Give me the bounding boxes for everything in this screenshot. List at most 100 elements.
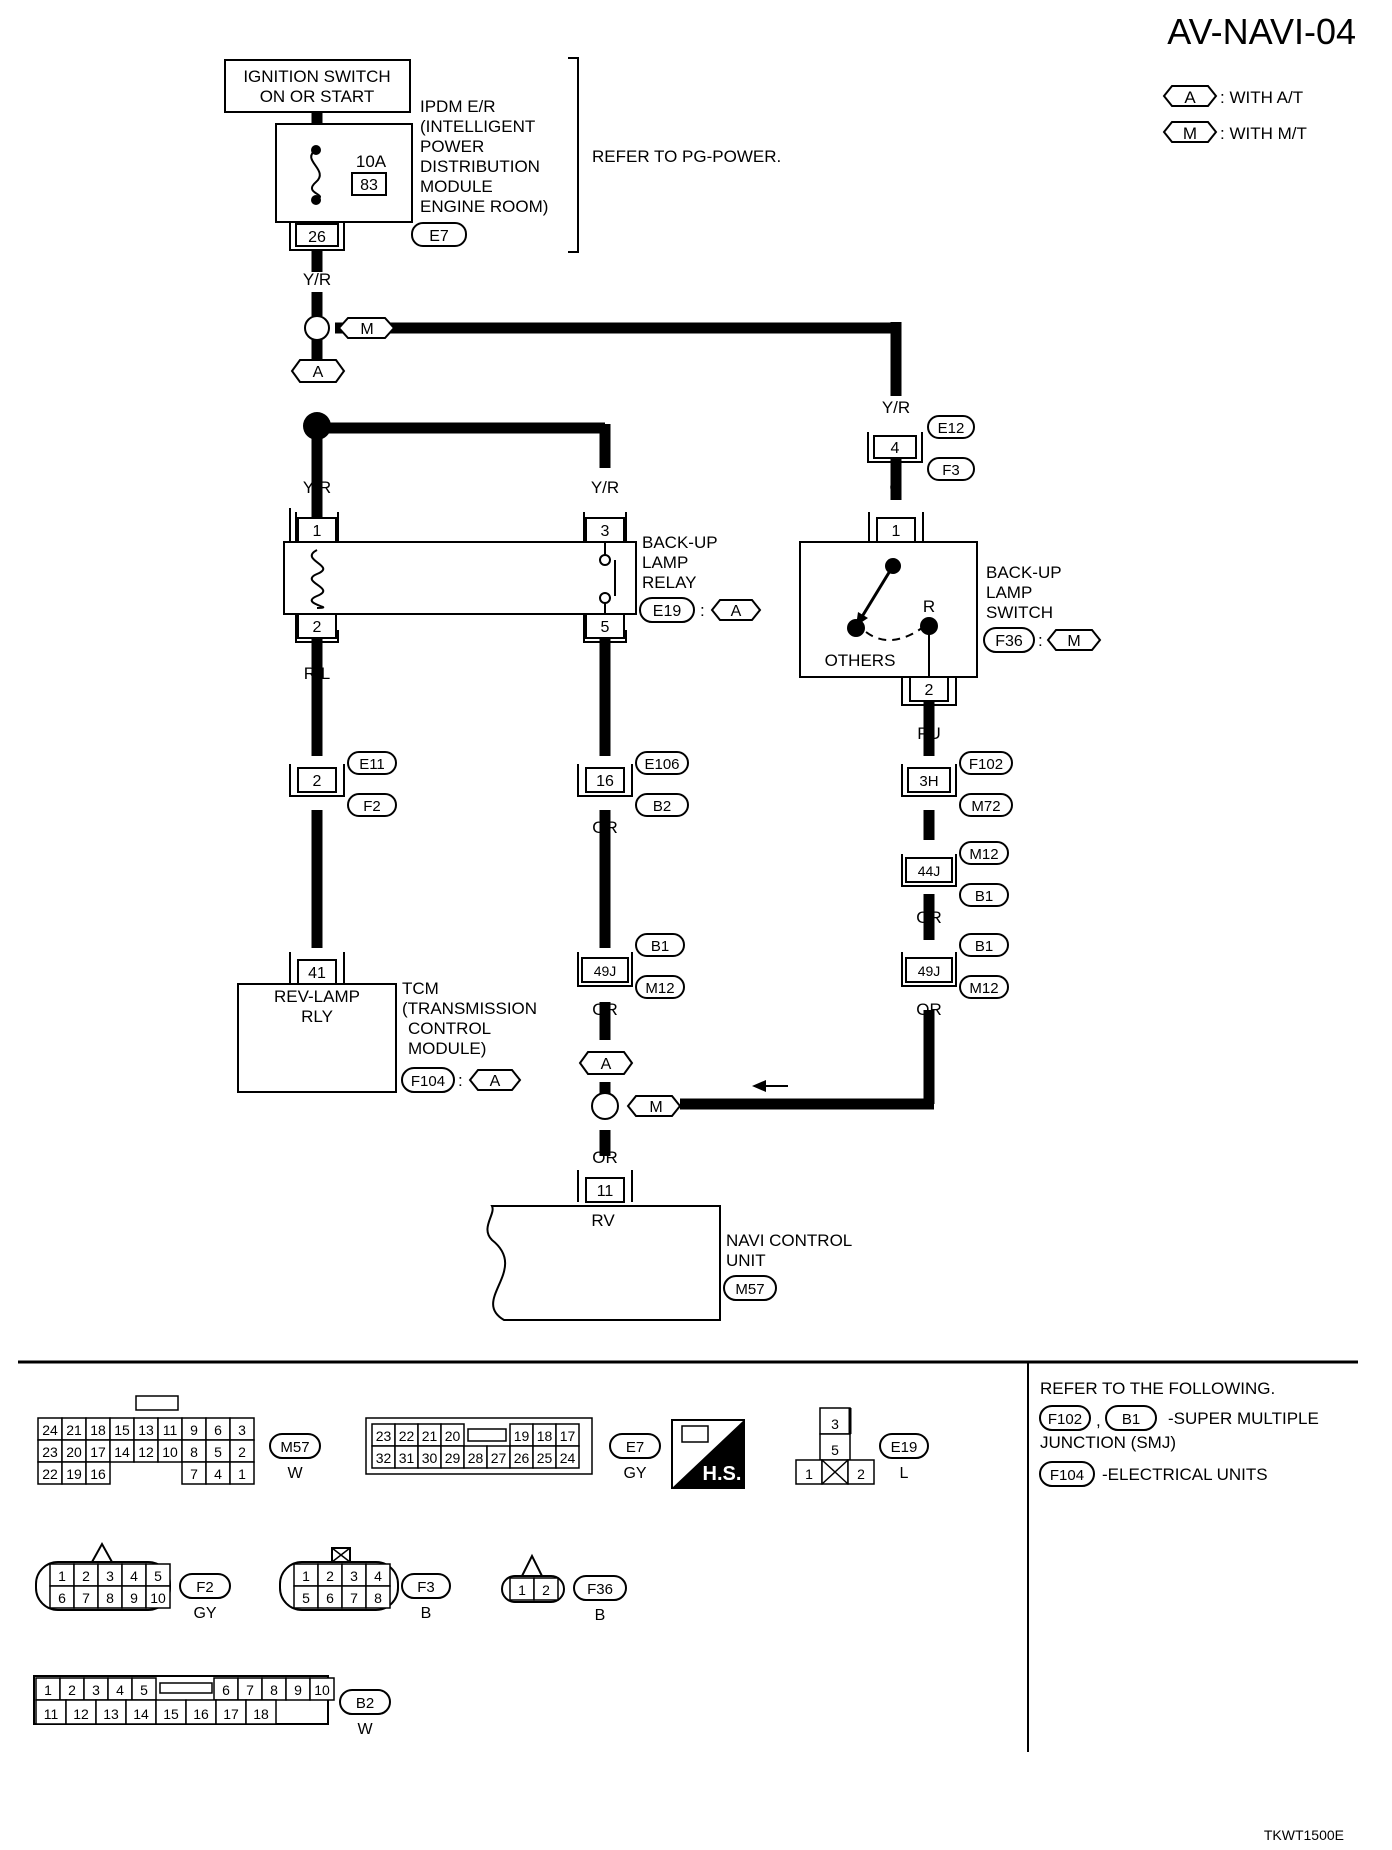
pin-number: 26 — [514, 1450, 530, 1466]
svg-text:(TRANSMISSION: (TRANSMISSION — [402, 999, 537, 1018]
pin-number: 22 — [42, 1466, 58, 1482]
svg-text:POWER: POWER — [420, 137, 484, 156]
footer-code: TKWT1500E — [1264, 1827, 1344, 1843]
legend-symbol-a: A — [1184, 88, 1196, 107]
legend-text-a: : WITH A/T — [1220, 88, 1303, 107]
joint-right-b1: 49J B1 M12 — [901, 933, 1009, 999]
fuse-number: 83 — [360, 177, 378, 194]
ignition-switch-box — [224, 59, 411, 113]
pin-number: 6 — [326, 1590, 334, 1606]
svg-text:M: M — [1067, 633, 1080, 650]
pin-number: 7 — [190, 1466, 198, 1482]
svg-text:M12: M12 — [645, 980, 674, 997]
pin-number: 10 — [314, 1682, 330, 1698]
connector-name: E7 — [626, 1439, 644, 1456]
svg-text:RV: RV — [591, 1211, 615, 1230]
pin-number: 2 — [238, 1444, 246, 1460]
wire-harness — [311, 112, 935, 1156]
svg-text:B1: B1 — [651, 938, 669, 955]
svg-text::: : — [1038, 631, 1043, 650]
pin-number: 17 — [560, 1428, 576, 1444]
pin-number: 3 — [831, 1416, 839, 1432]
svg-text:Y/R: Y/R — [303, 478, 331, 497]
svg-text:49J: 49J — [594, 963, 617, 979]
pin-number: 3 — [238, 1422, 246, 1438]
back-up-lamp-relay: 1 3 2 5 BACK-UP LAMP RELAY E19 : A — [283, 508, 762, 643]
pin-number: 31 — [399, 1450, 415, 1466]
svg-text:2: 2 — [313, 773, 322, 790]
svg-text:DISTRIBUTION: DISTRIBUTION — [420, 157, 540, 176]
pin-number: 8 — [374, 1590, 382, 1606]
pin-number: 1 — [518, 1582, 526, 1598]
svg-text:M72: M72 — [971, 798, 1000, 815]
svg-text:41: 41 — [308, 965, 326, 982]
pin-number: 16 — [90, 1466, 106, 1482]
pin-number: 13 — [103, 1706, 119, 1722]
pin-number: 20 — [66, 1444, 82, 1460]
connector-name: F2 — [196, 1579, 214, 1596]
svg-text:ENGINE ROOM): ENGINE ROOM) — [420, 197, 548, 216]
pin-number: 20 — [445, 1428, 461, 1444]
svg-text:RLY: RLY — [301, 1007, 333, 1026]
pin-number: 22 — [399, 1428, 415, 1444]
connector-name: E19 — [891, 1439, 918, 1456]
connector-color: B — [595, 1607, 606, 1624]
junction-dot — [303, 412, 331, 440]
pin-number: 15 — [163, 1706, 179, 1722]
svg-text:SWITCH: SWITCH — [986, 603, 1053, 622]
variant-m-bottom: M — [649, 1099, 662, 1116]
pin-number: 5 — [154, 1568, 162, 1584]
svg-text:F3: F3 — [942, 462, 960, 479]
svg-text:1: 1 — [892, 523, 901, 540]
svg-text:49J: 49J — [918, 963, 941, 979]
svg-text:R/L: R/L — [304, 664, 330, 683]
pin-number: 24 — [42, 1422, 58, 1438]
svg-text:LAMP: LAMP — [642, 553, 688, 572]
pin-number: 8 — [270, 1682, 278, 1698]
pin-number: 14 — [114, 1444, 130, 1460]
svg-text:G: G — [889, 478, 902, 497]
svg-text:Y/R: Y/R — [303, 270, 331, 289]
svg-text:REFER TO THE FOLLOWING.: REFER TO THE FOLLOWING. — [1040, 1379, 1275, 1398]
relay-connector: E19 — [653, 603, 682, 620]
joint-mid-b1: 49J B1 M12 — [577, 933, 685, 999]
svg-text:MODULE): MODULE) — [408, 1039, 486, 1058]
svg-text:5: 5 — [601, 619, 610, 636]
pin-number: 9 — [190, 1422, 198, 1438]
ipdm-description: IPDM E/R (INTELLIGENT POWER DISTRIBUTION… — [420, 97, 548, 216]
svg-text:(INTELLIGENT: (INTELLIGENT — [420, 117, 535, 136]
ipdm-terminal: 26 — [308, 229, 326, 246]
pin-number: 21 — [66, 1422, 82, 1438]
variant-a-top: A — [313, 364, 324, 381]
harness-side-badge: H.S. — [671, 1419, 745, 1489]
pin-number: 19 — [66, 1466, 82, 1482]
svg-text:B1: B1 — [975, 938, 993, 955]
svg-text:NAVI CONTROL: NAVI CONTROL — [726, 1231, 852, 1250]
splice-point-top — [304, 315, 330, 341]
pin-number: 2 — [542, 1582, 550, 1598]
svg-text:E11: E11 — [359, 756, 385, 773]
joint-right-f102: 3H F102 M72 — [901, 751, 1013, 817]
hs-label: H.S. — [703, 1463, 742, 1485]
svg-text:R: R — [923, 818, 935, 837]
svg-text:CONTROL: CONTROL — [408, 1019, 491, 1038]
svg-text::: : — [700, 601, 705, 620]
pin-number: 2 — [326, 1568, 334, 1584]
pin-number: 2 — [68, 1682, 76, 1698]
pin-number: 4 — [374, 1568, 382, 1584]
pin-number: 11 — [44, 1706, 59, 1722]
pin-number: 7 — [82, 1590, 90, 1606]
connector-color: L — [900, 1465, 909, 1482]
svg-text:F102: F102 — [1048, 1411, 1082, 1428]
svg-text:11: 11 — [597, 1183, 614, 1200]
pin-number: 6 — [58, 1590, 66, 1606]
svg-text:IPDM E/R: IPDM E/R — [420, 97, 496, 116]
ipdm-box — [275, 123, 413, 223]
pin-number: 21 — [422, 1428, 438, 1444]
variant-a-bottom: A — [601, 1056, 612, 1073]
legend-symbol-m: M — [1183, 124, 1197, 143]
pin-number: 27 — [491, 1450, 507, 1466]
pin-number: 19 — [514, 1428, 530, 1444]
svg-text::: : — [458, 1071, 463, 1090]
